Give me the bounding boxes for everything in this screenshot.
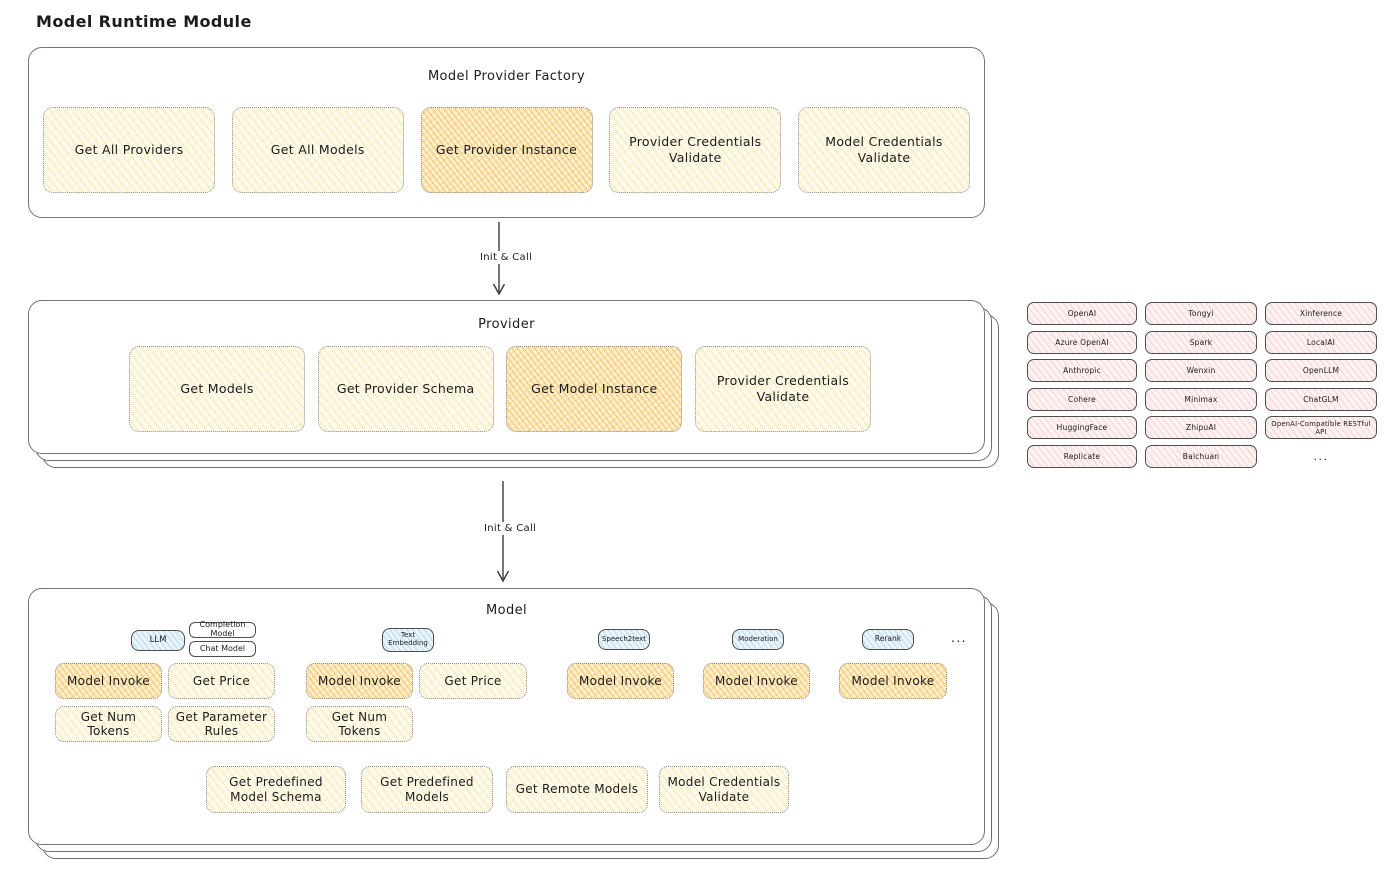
node-get-predefined-model-schema: Get Predefined Model Schema — [206, 766, 346, 813]
node-model-credentials-validate: Model Credentials Validate — [798, 107, 970, 193]
model-tags-ellipsis: ... — [951, 631, 967, 645]
provider-chip-replicate: Replicate — [1027, 444, 1137, 468]
tag-moderation: Moderation — [732, 629, 784, 650]
factory-label: Model Provider Factory — [427, 69, 586, 84]
provider-grid-ellipsis: ... — [1313, 449, 1329, 463]
provider-chip-huggingface: HuggingFace — [1027, 416, 1137, 439]
node-provider-credentials-validate: Provider Credentials Validate — [609, 107, 782, 193]
node-text-embedding-model-invoke: Model Invoke — [306, 663, 413, 699]
node-text-embedding-get-num-tokens: Get Num Tokens — [306, 706, 413, 742]
model-label: Model — [485, 603, 528, 618]
provider-chip-openai-compatible: OpenAI-Compatible RESTful API — [1265, 416, 1377, 439]
node-text-embedding-get-price: Get Price — [419, 663, 527, 699]
tag-completion-model: Completion Model — [189, 620, 256, 638]
node-provider-credentials-validate-2: Provider Credentials Validate — [694, 346, 871, 432]
provider-chip-azure-openai: Azure OpenAI — [1027, 330, 1137, 354]
node-llm-get-num-tokens: Get Num Tokens — [55, 706, 162, 742]
provider-chip-wenxin: Wenxin — [1145, 359, 1257, 382]
provider-name-grid: OpenAI Tongyi Xinference Azure OpenAI Sp… — [1027, 302, 1377, 468]
factory-container: Model Provider Factory Get All Providers… — [28, 47, 985, 218]
provider-chip-chatglm: ChatGLM — [1265, 387, 1377, 411]
node-speech2text-model-invoke: Model Invoke — [567, 663, 674, 699]
node-get-models: Get Models — [129, 346, 305, 432]
tag-chat-model: Chat Model — [189, 641, 256, 657]
tag-speech2text: Speech2text — [598, 629, 650, 650]
arrow-label-init-call-1: Init & Call — [476, 251, 537, 264]
tag-text-embedding: Text Embedding — [382, 628, 434, 652]
node-llm-get-price: Get Price — [168, 663, 275, 699]
model-container: Model LLM Completion Model Chat Model Te… — [28, 588, 985, 845]
provider-chip-cohere: Cohere — [1027, 387, 1137, 411]
node-llm-get-parameter-rules: Get Parameter Rules — [168, 706, 275, 742]
node-model-credentials-validate-2: Model Credentials Validate — [659, 766, 789, 813]
node-get-provider-schema: Get Provider Schema — [317, 346, 494, 432]
arrow-label-init-call-2: Init & Call — [480, 522, 541, 535]
provider-chip-tongyi: Tongyi — [1145, 302, 1257, 325]
node-get-provider-instance: Get Provider Instance — [420, 107, 593, 193]
provider-chip-minimax: Minimax — [1145, 387, 1257, 411]
node-get-predefined-models: Get Predefined Models — [361, 766, 493, 813]
provider-chip-spark: Spark — [1145, 330, 1257, 354]
node-llm-model-invoke: Model Invoke — [55, 663, 162, 699]
provider-chip-openai: OpenAI — [1027, 302, 1137, 325]
node-get-model-instance: Get Model Instance — [506, 346, 683, 432]
provider-chip-xinference: Xinference — [1265, 302, 1377, 325]
diagram-title: Model Runtime Module — [36, 12, 252, 31]
provider-label: Provider — [478, 317, 535, 332]
provider-chip-openllm: OpenLLM — [1265, 359, 1377, 382]
node-rerank-model-invoke: Model Invoke — [839, 663, 947, 699]
factory-box-row: Get All Providers Get All Models Get Pro… — [43, 107, 970, 193]
provider-container: Provider Get Models Get Provider Schema … — [28, 300, 985, 454]
provider-box-row: Get Models Get Provider Schema Get Model… — [129, 346, 871, 432]
node-moderation-model-invoke: Model Invoke — [703, 663, 810, 699]
provider-chip-localai: LocalAI — [1265, 330, 1377, 354]
provider-chip-zhipuai: ZhipuAI — [1145, 416, 1257, 439]
tag-llm: LLM — [131, 630, 185, 651]
node-get-all-providers: Get All Providers — [43, 107, 215, 193]
provider-chip-baichuan: Baichuan — [1145, 444, 1257, 468]
provider-chip-anthropic: Anthropic — [1027, 359, 1137, 382]
tag-rerank: Rerank — [862, 629, 914, 650]
node-get-remote-models: Get Remote Models — [506, 766, 648, 813]
node-get-all-models: Get All Models — [231, 107, 404, 193]
